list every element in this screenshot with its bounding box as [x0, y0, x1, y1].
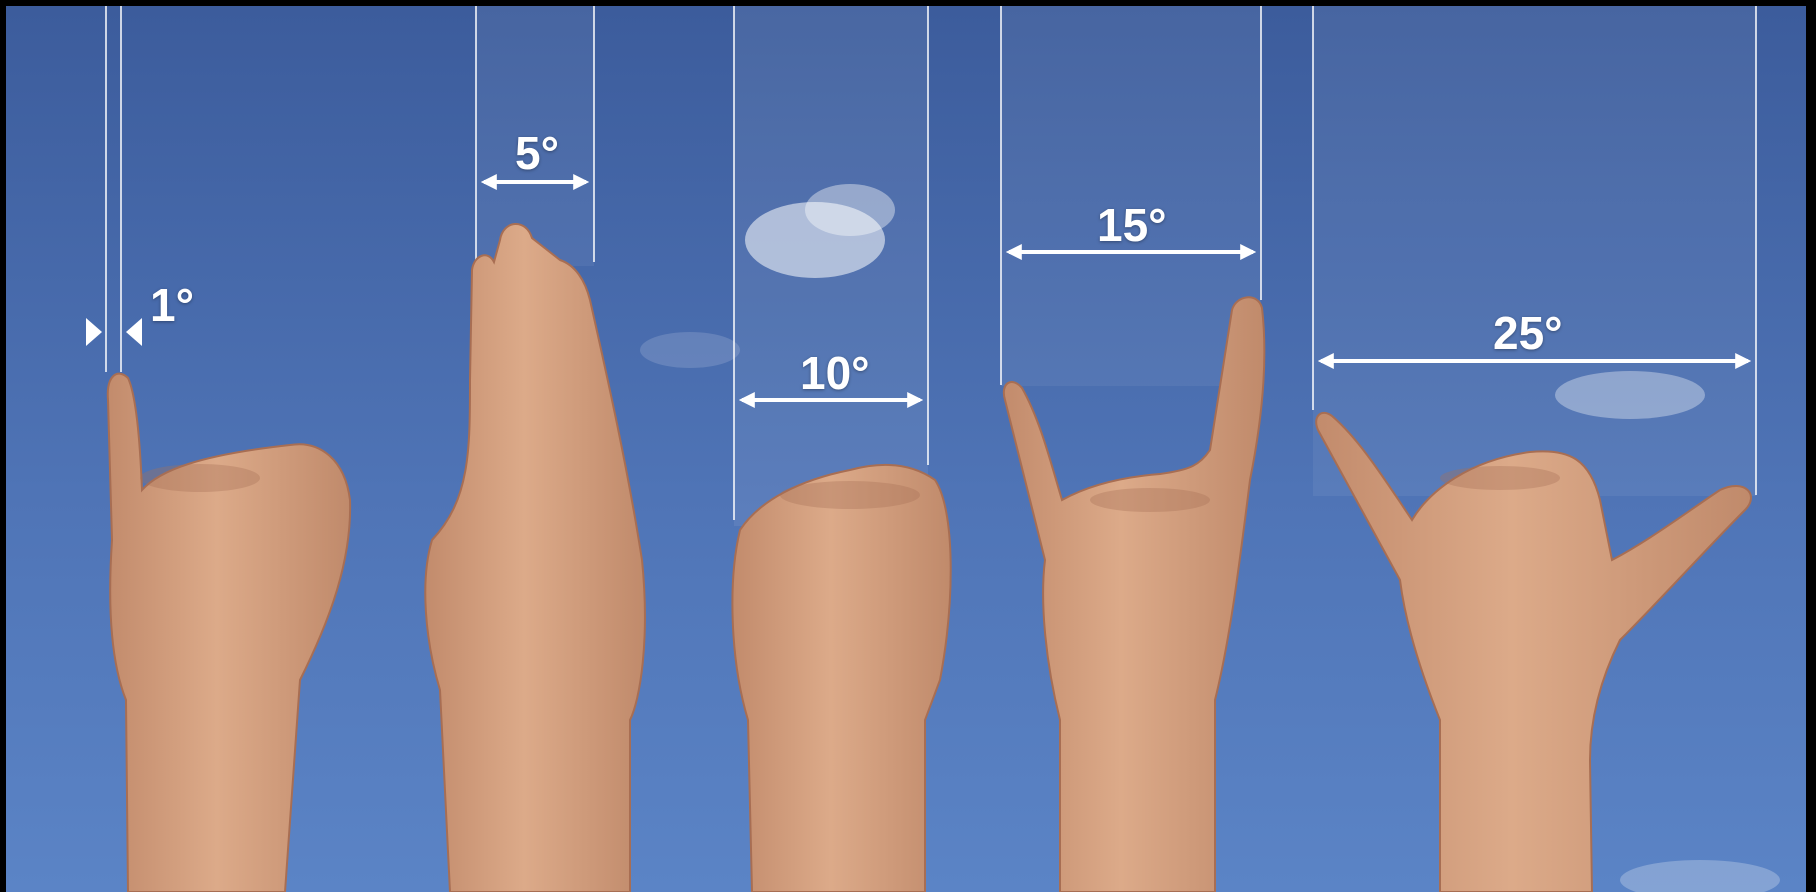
hand-fist [732, 465, 950, 892]
label-25-degrees: 25° [1493, 310, 1563, 356]
label-5-degrees: 5° [515, 130, 559, 176]
label-10-degrees: 10° [800, 350, 870, 396]
label-1-degree: 1° [150, 282, 194, 328]
label-15-degrees: 15° [1097, 202, 1167, 248]
